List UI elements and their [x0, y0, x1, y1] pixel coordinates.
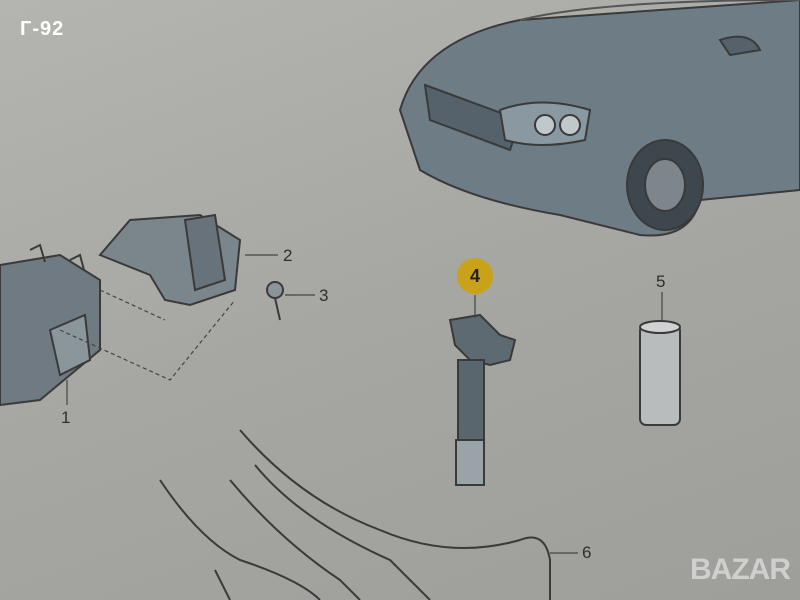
car-illustration — [398, 0, 800, 237]
ignition-module-illustration — [0, 243, 101, 407]
callout-1[interactable]: 1 — [61, 408, 71, 427]
callout-5[interactable]: 5 — [656, 272, 666, 291]
callout-2[interactable]: 2 — [283, 246, 293, 265]
callout-6[interactable]: 6 — [582, 543, 592, 562]
part-code-label: Г-92 — [20, 18, 65, 40]
ignition-cables-illustration — [159, 429, 551, 600]
ignition-coil-illustration — [448, 313, 517, 486]
leader-lines — [59, 254, 663, 554]
callout-3[interactable]: 3 — [319, 286, 329, 305]
watermark-logo: BAZAR — [690, 553, 791, 586]
callout-4-highlighted[interactable]: 4 — [457, 258, 493, 294]
spark-plug-sleeve-illustration — [639, 320, 681, 426]
bolt-illustration — [266, 281, 284, 321]
bracket-illustration — [98, 213, 242, 307]
